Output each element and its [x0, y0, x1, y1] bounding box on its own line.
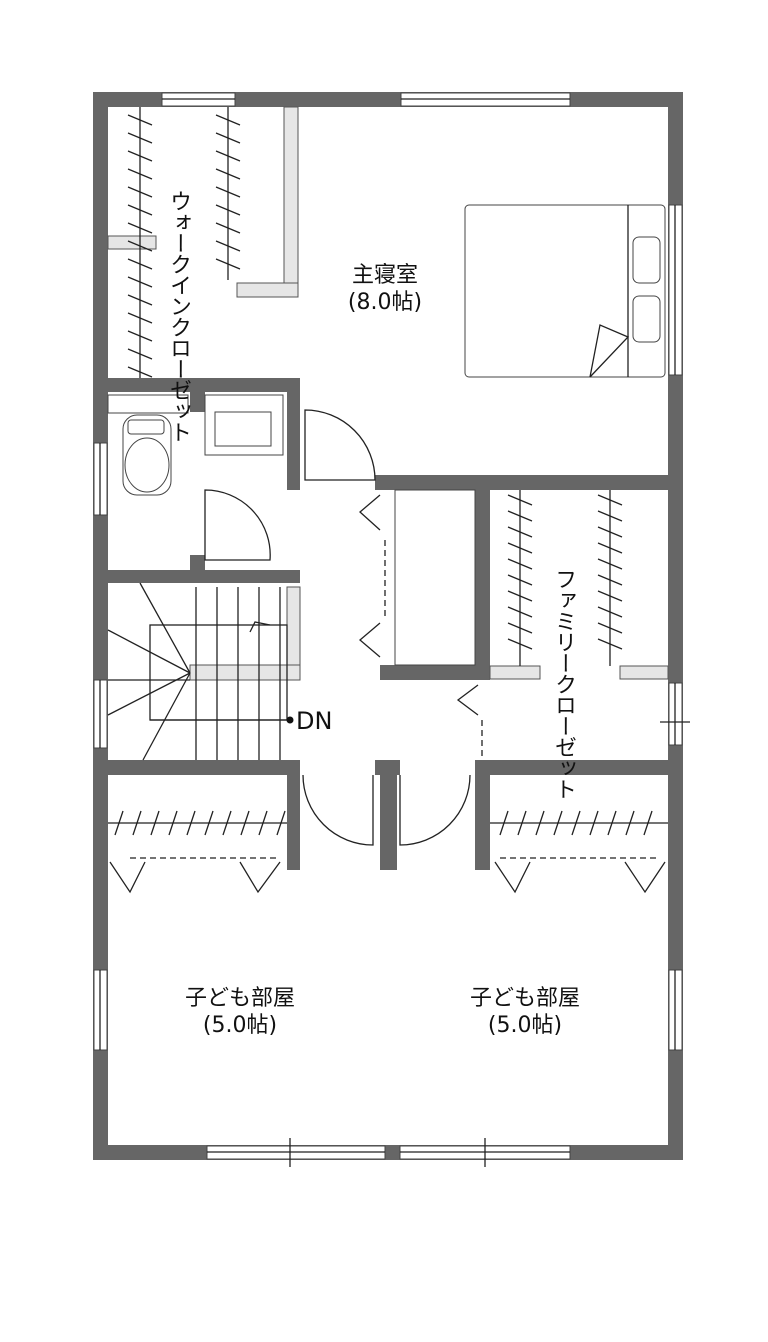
hanger-mark — [507, 494, 533, 506]
hanger-mark — [276, 810, 286, 836]
bed — [464, 204, 666, 378]
hanger-mark — [127, 150, 153, 162]
master-bedroom-label: 主寝室 (8.0帖) — [325, 262, 445, 316]
family-closet-line1: ファミリー — [551, 568, 576, 673]
hanger-mark — [215, 132, 241, 144]
hanger-mark — [589, 810, 599, 836]
partitions — [107, 106, 669, 681]
hanger-mark — [127, 114, 153, 126]
hanger-mark — [127, 132, 153, 144]
hanger-mark — [643, 810, 653, 836]
hanger-mark — [150, 810, 160, 836]
hanger-mark — [507, 510, 533, 522]
hanger-mark — [517, 810, 527, 836]
hanger-mark — [597, 606, 623, 618]
hanger-mark — [127, 186, 153, 198]
hanger-mark — [215, 240, 241, 252]
hanger-mark — [571, 810, 581, 836]
hanger-mark — [127, 222, 153, 234]
family-closet-line2: クローゼット — [551, 673, 576, 799]
kids-room-left-name: 子ども部屋 — [184, 986, 295, 1011]
hanger-mark — [499, 810, 509, 836]
hanger-mark — [597, 510, 623, 522]
hanger-mark — [204, 810, 214, 836]
hanger-mark — [114, 810, 124, 836]
hanger-mark — [597, 542, 623, 554]
hanger-mark — [507, 590, 533, 602]
closet-rods — [108, 107, 668, 894]
hanger-mark — [215, 168, 241, 180]
hanger-mark — [222, 810, 232, 836]
stairs — [107, 582, 294, 761]
hanger-mark — [507, 638, 533, 650]
walk-in-closet-label: ウォークインクローゼット — [163, 190, 193, 442]
hanger-mark — [215, 204, 241, 216]
hanger-mark — [127, 168, 153, 180]
master-bedroom-size: (8.0帖) — [347, 290, 423, 315]
hanger-mark — [127, 348, 153, 360]
hanger-mark — [127, 258, 153, 270]
kids-room-left-label: 子ども部屋 (5.0帖) — [170, 985, 310, 1039]
hanger-mark — [127, 330, 153, 342]
family-closet-label: ファミリークローゼット — [548, 568, 578, 799]
hanger-mark — [597, 526, 623, 538]
hanger-mark — [215, 150, 241, 162]
hanger-mark — [215, 114, 241, 126]
hanger-mark — [507, 558, 533, 570]
hanger-mark — [127, 204, 153, 216]
stairs-down-label: DN — [296, 707, 333, 735]
hanger-mark — [507, 542, 533, 554]
hanger-mark — [240, 810, 250, 836]
hanger-mark — [127, 276, 153, 288]
walk-in-closet-line2: クローゼット — [166, 316, 191, 442]
kids-room-right-size: (5.0帖) — [487, 1013, 563, 1038]
hanger-mark — [607, 810, 617, 836]
hanger-mark — [215, 186, 241, 198]
hanger-mark — [215, 222, 241, 234]
hanger-mark — [597, 494, 623, 506]
hanger-mark — [535, 810, 545, 836]
doors — [204, 409, 483, 846]
hanger-mark — [507, 606, 533, 618]
master-bedroom-name: 主寝室 — [351, 263, 418, 288]
kids-room-left-size: (5.0帖) — [202, 1013, 278, 1038]
hanger-mark — [186, 810, 196, 836]
walk-in-closet-line1: ウォークイン — [166, 190, 191, 316]
hanger-mark — [168, 810, 178, 836]
windows — [93, 92, 690, 1167]
kids-room-right-name: 子ども部屋 — [469, 986, 580, 1011]
hanger-mark — [507, 574, 533, 586]
hanger-mark — [258, 810, 268, 836]
hanger-mark — [597, 574, 623, 586]
hanger-mark — [553, 810, 563, 836]
hanger-mark — [597, 590, 623, 602]
interior-walls — [108, 378, 668, 870]
hanger-mark — [127, 312, 153, 324]
kids-room-right-label: 子ども部屋 (5.0帖) — [455, 985, 595, 1039]
hanger-mark — [127, 366, 153, 378]
hanger-mark — [597, 638, 623, 650]
hanger-mark — [597, 558, 623, 570]
toilet — [122, 414, 172, 496]
hanger-mark — [132, 810, 142, 836]
hanger-mark — [625, 810, 635, 836]
hanger-mark — [127, 240, 153, 252]
hanger-mark — [215, 258, 241, 270]
hanger-mark — [127, 294, 153, 306]
hanger-mark — [597, 622, 623, 634]
hanger-mark — [507, 622, 533, 634]
hanger-mark — [507, 526, 533, 538]
